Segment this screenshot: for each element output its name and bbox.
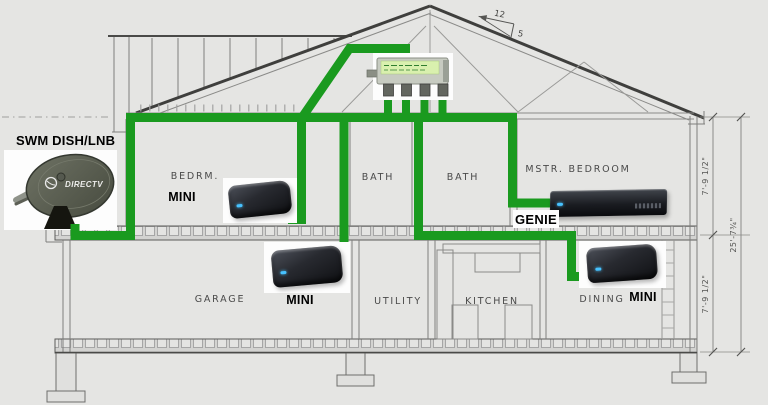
dish-title: SWM DISH/LNB <box>16 133 116 148</box>
kitchen-cabinets <box>436 243 541 340</box>
room-label-bath-right: BATH <box>446 172 480 183</box>
satellite-dish: DIRECTV <box>4 150 117 230</box>
garage-mini-label: MINI <box>286 293 314 307</box>
bedroom-mini-image-box <box>223 178 297 223</box>
room-label-utility: UTILITY <box>374 296 422 307</box>
genie-receiver <box>549 188 668 218</box>
splitter-output-ports <box>383 83 449 97</box>
pitch-rise-label: 5 <box>517 29 524 40</box>
swm-splitter <box>366 53 453 100</box>
dining-mini-label: MINI <box>629 290 657 304</box>
bedroom-mini-label: MINI <box>168 190 196 204</box>
garage-mini-receiver <box>270 245 344 288</box>
power-led <box>236 203 244 208</box>
first-floor-band <box>54 338 698 354</box>
genie-label-box: GENIE <box>513 210 559 228</box>
dimension-overall: 25'-7¾" <box>729 217 738 252</box>
dimension-upper-floor: 7'-9 1/2" <box>701 157 710 196</box>
cable-drop-dining-mini <box>414 115 585 281</box>
room-label-dining: DINING <box>579 294 625 305</box>
second-floor-band <box>54 225 698 241</box>
room-label-bedroom: BEDRM. <box>170 171 220 182</box>
genie-label: GENIE <box>515 211 557 227</box>
dining-mini-receiver <box>585 243 659 284</box>
room-label-kitchen: KITCHEN <box>465 296 519 307</box>
power-led <box>556 202 564 206</box>
room-label-bath-left: BATH <box>361 172 395 183</box>
splitter-port-stubs <box>384 93 447 122</box>
roof-pitch-symbol: 12 5 <box>478 9 524 40</box>
genie-front-panel <box>634 203 661 209</box>
room-label-garage: GARAGE <box>194 294 246 305</box>
dining-mini-image-box <box>579 241 666 288</box>
dimension-lower-floor: 7'-9 1/2" <box>701 275 710 314</box>
dish-mount <box>44 206 77 229</box>
splitter-left-port <box>366 69 379 78</box>
pitch-run-label: 12 <box>493 9 506 21</box>
garage-mini-image-box <box>264 242 350 293</box>
directv-globe-icon <box>44 176 58 190</box>
cable-dish-to-attic-and-genie <box>70 113 553 240</box>
splitter-label <box>380 60 440 75</box>
lnb-feed <box>56 172 66 182</box>
house-structure <box>2 4 707 403</box>
dish-brand-label: DIRECTV <box>65 180 103 189</box>
dimension-lines: 7'-9 1/2" 7'-9 1/2" 25'-7¾" <box>700 112 750 357</box>
power-led <box>595 267 602 272</box>
foundation <box>46 352 707 403</box>
room-label-master-bedroom: MSTR. BEDROOM <box>525 164 631 175</box>
power-led <box>280 271 287 275</box>
bedroom-mini-receiver <box>227 179 293 220</box>
